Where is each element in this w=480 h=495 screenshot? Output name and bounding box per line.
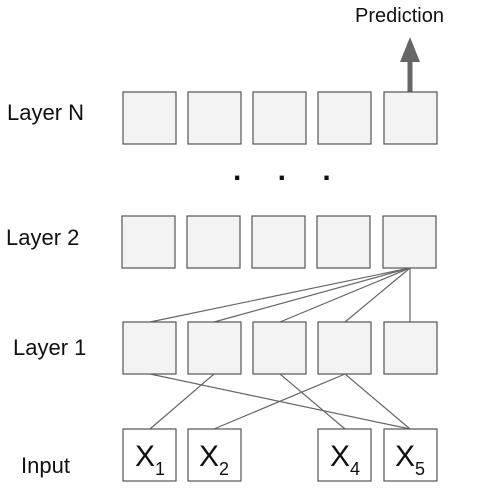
layer-2-node-5 (382, 215, 437, 269)
connection-l1n3-l2n5 (279, 267, 411, 323)
input-node-x2 (187, 428, 242, 482)
input-node-x4 (317, 428, 372, 482)
layer-1-node-4 (317, 321, 372, 375)
input-x1-subscript: 1 (155, 459, 165, 479)
prediction-label: Prediction (355, 5, 444, 27)
layer-ellipsis: . . . (233, 154, 345, 187)
connection-x5-l1n1 (149, 373, 411, 430)
layer-1-node-5 (383, 321, 438, 375)
input-node-x5 (383, 428, 438, 482)
layer-n-node-3 (252, 91, 307, 145)
layer-1-node-2 (187, 321, 242, 375)
connection-x4-l1n3 (279, 373, 346, 430)
layer-1-node-3 (252, 321, 307, 375)
input-x5-subscript: 5 (415, 459, 425, 479)
input-x4-subscript: 4 (350, 459, 360, 479)
layer-n-node-5 (383, 91, 438, 145)
layer-2-node-2 (186, 215, 241, 269)
input-x2-base: X (199, 440, 219, 473)
input-x4-base: X (330, 440, 350, 473)
layer-1-node-1 (122, 321, 177, 375)
layer-2-label: Layer 2 (6, 225, 79, 250)
layer-1-label: Layer 1 (13, 335, 86, 360)
input-x5-base: X (395, 440, 415, 473)
layer-n-row (122, 91, 438, 145)
input-label: Input (21, 453, 70, 478)
input-x5-label: X5 (395, 440, 425, 479)
layer-n-label: Layer N (7, 100, 84, 125)
input-x2-subscript: 2 (219, 459, 229, 479)
input-x1-label: X1 (135, 440, 165, 479)
layer-n-node-4 (317, 91, 372, 145)
input-x4-label: X4 (330, 440, 360, 479)
connection-l1n1-l2n5 (149, 267, 411, 323)
connection-x5-l1n4 (344, 373, 411, 430)
layer-2-node-1 (121, 215, 176, 269)
input-node-x1 (122, 428, 177, 482)
layer-n-node-2 (187, 91, 242, 145)
connection-l1n4-l2n5 (344, 267, 411, 323)
layer-2-node-4 (316, 215, 371, 269)
input-x1-base: X (135, 440, 155, 473)
layer-2-row (121, 215, 437, 269)
connection-x1-l1n2 (149, 373, 215, 430)
layer-2-node-3 (251, 215, 306, 269)
layer1-to-layer2-connections (149, 267, 411, 323)
layer-n-node-1 (122, 91, 177, 145)
connection-l1n2-l2n5 (213, 267, 411, 323)
input-row: X1 X2 X4 X5 (122, 428, 438, 482)
input-to-layer1-connections (149, 373, 411, 430)
input-x2-label: X2 (199, 440, 229, 479)
prediction-arrow-head (400, 37, 420, 62)
layer-1-row (122, 321, 438, 375)
